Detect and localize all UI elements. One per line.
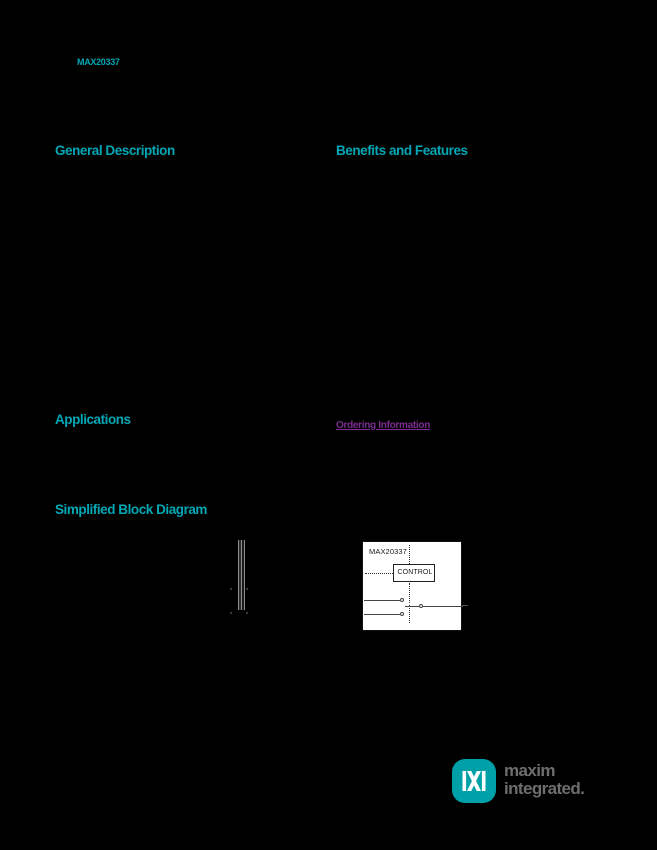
logo-word-maxim: maxim	[504, 761, 555, 780]
heading-general-description: General Description	[55, 143, 175, 158]
switch-input-wire-2	[364, 614, 400, 615]
heading-benefits-and-features: Benefits and Features	[336, 143, 468, 158]
ordering-table-markers	[228, 588, 258, 616]
switch-output-wire	[423, 606, 463, 607]
external-output-wire	[462, 605, 468, 606]
general-description-body	[55, 165, 315, 395]
control-block: CONTROL	[393, 564, 435, 582]
maxim-integrated-logo: maxim integrated.	[452, 759, 604, 807]
logo-word-integrated: integrated.	[504, 779, 585, 798]
ordering-table-graphic	[238, 540, 246, 610]
heading-applications: Applications	[55, 412, 131, 427]
switch-common-wire	[405, 606, 419, 607]
control-block-label: CONTROL	[397, 569, 433, 576]
ordering-information-link[interactable]: Ordering Information	[336, 420, 431, 431]
internal-bus-dotted-mid	[409, 583, 410, 603]
switch-input-terminal-2	[400, 612, 404, 616]
heading-simplified-block-diagram: Simplified Block Diagram	[55, 502, 207, 517]
maxim-logo-mark-icon	[452, 759, 496, 803]
applications-body	[55, 434, 315, 489]
switch-input-terminal-1	[400, 598, 404, 602]
switch-common-node	[419, 604, 423, 608]
control-input-dotted	[365, 573, 393, 574]
maxim-logo-wordmark: maxim integrated.	[504, 762, 604, 802]
internal-bus-dotted-bottom	[409, 605, 410, 623]
internal-bus-dotted-top	[409, 545, 410, 564]
block-diagram-part-label: MAX20337	[369, 547, 407, 556]
switch-input-wire-1	[364, 600, 400, 601]
benefits-and-features-body	[336, 165, 601, 395]
block-diagram: MAX20337 CONTROL	[362, 541, 463, 631]
part-number-eyebrow: MAX20337	[77, 57, 120, 67]
